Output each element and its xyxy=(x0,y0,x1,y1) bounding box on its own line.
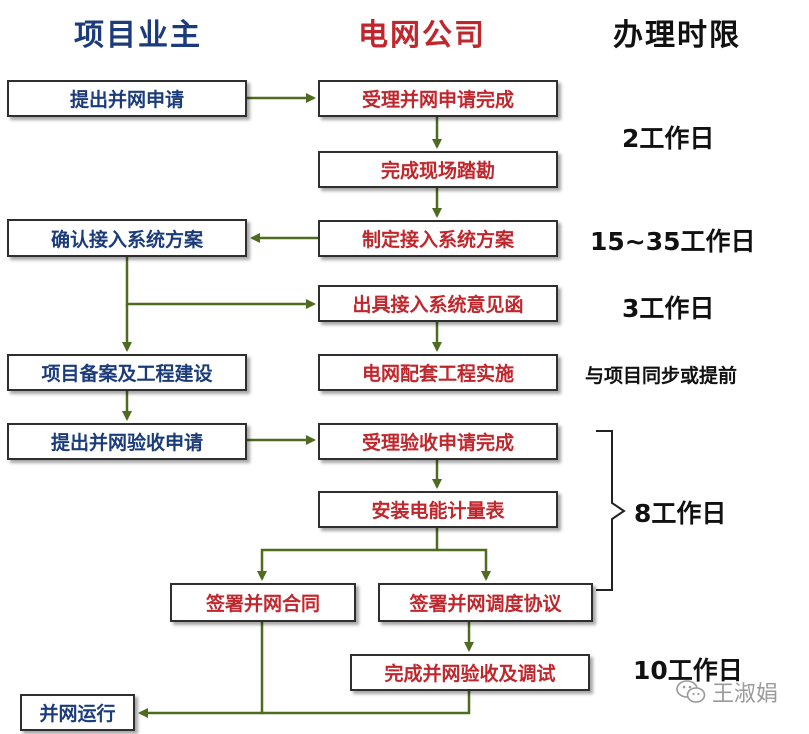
arrow-contract-to-operation xyxy=(138,622,264,718)
time-column-header: 办理时限 xyxy=(613,18,741,53)
bracket-8-days xyxy=(596,430,626,591)
step-grid-accept-acceptance: 受理验收申请完成 xyxy=(318,423,558,460)
step-grid-install-meter: 安装电能计量表 xyxy=(318,491,558,528)
step-owner-filing-build: 项目备案及工程建设 xyxy=(7,354,247,391)
wechat-icon xyxy=(676,680,706,703)
step-owner-apply: 提出并网申请 xyxy=(7,80,247,117)
watermark-text: 王淑娟 xyxy=(712,682,779,707)
step-grid-make-plan: 制定接入系统方案 xyxy=(318,220,558,257)
step-owner-operation: 并网运行 xyxy=(20,694,135,731)
step-grid-finish-acceptance: 完成并网验收及调试 xyxy=(350,654,590,691)
arrow-meter-to-dispatch xyxy=(437,548,491,581)
time-limit-3-days: 3工作日 xyxy=(622,294,715,323)
step-grid-accept-apply: 受理并网申请完成 xyxy=(318,80,558,117)
arrow-confirm-to-opinion xyxy=(125,257,316,309)
arrow-finish-to-operation xyxy=(262,690,471,715)
step-grid-supporting-works: 电网配套工程实施 xyxy=(318,354,558,391)
time-limit-2-days: 2工作日 xyxy=(622,124,715,153)
step-grid-issue-opinion: 出具接入系统意见函 xyxy=(318,285,558,322)
step-owner-confirm-plan: 确认接入系统方案 xyxy=(7,219,247,257)
step-owner-acceptance-apply: 提出并网验收申请 xyxy=(7,423,247,460)
arrow-meter-to-contract xyxy=(257,527,439,581)
time-limit-8-days: 8工作日 xyxy=(634,499,727,528)
time-limit-sync: 与项目同步或提前 xyxy=(585,365,738,387)
time-limit-10-days: 10工作日 xyxy=(633,656,743,685)
step-owner-sign-contract: 签署并网合同 xyxy=(170,583,356,622)
step-grid-site-survey: 完成现场踏勘 xyxy=(318,151,558,188)
owner-column-header: 项目业主 xyxy=(74,18,202,53)
watermark: 王淑娟 xyxy=(676,676,778,708)
grid-column-header: 电网公司 xyxy=(358,18,486,53)
step-grid-sign-dispatch: 签署并网调度协议 xyxy=(378,583,593,622)
time-limit-15-35-days: 15~35工作日 xyxy=(590,227,756,256)
